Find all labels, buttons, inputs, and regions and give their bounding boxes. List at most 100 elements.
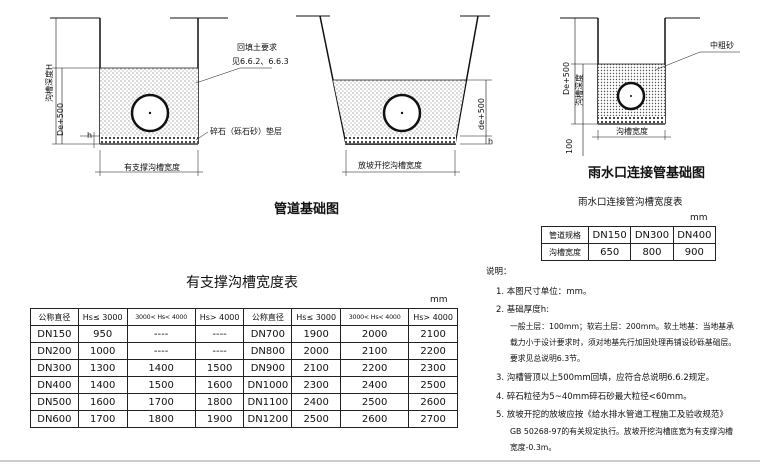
table-header-row: 公称直径 Hs≤ 3000 3000< Hs< 4000 Hs> 4000 公称… (30, 308, 458, 326)
header-cell: Hs> 4000 (408, 308, 458, 326)
support-table-title: 有支撑沟槽宽度表 (186, 275, 298, 291)
header-cell: 3000< Hs< 4000 (340, 308, 410, 326)
label-h: h (87, 131, 93, 140)
inlet-trench (560, 17, 740, 156)
label-de500-b: de+500 (477, 98, 486, 130)
table-row: DN300 1300 1400 1500 DN900 2100 2200 230… (30, 359, 458, 377)
label-de500: De+500 (56, 102, 65, 136)
table-cell: 沟槽宽度 (541, 243, 589, 261)
table-cell: 2500 (340, 393, 410, 411)
table-cell: 1400 (126, 359, 196, 377)
table-cell: 950 (77, 325, 128, 343)
note-1: 1. 本图尺寸单位：mm。 (496, 287, 592, 297)
label-gravel: 碎石（砾石砂）垫层 (210, 127, 282, 136)
table-cell: DN400 (30, 376, 79, 394)
table-cell: DN150 (587, 226, 632, 244)
table-cell: 2200 (340, 359, 410, 377)
table-cell: DN700 (243, 325, 293, 343)
note-3: 3. 沟槽管顶以上500mm回填，应符合总说明6.6.2规定。 (496, 373, 715, 383)
table-row: DN200 1000 ---- ---- DN800 2000 2100 220… (30, 342, 458, 360)
table-row: 管道规格 DN150 DN300 DN400 (541, 226, 717, 244)
supported-trench (50, 17, 272, 176)
table-cell: DN800 (243, 342, 293, 360)
table-cell: 1800 (126, 410, 196, 428)
table-cell: 2300 (408, 359, 458, 377)
table-cell: 900 (672, 243, 717, 261)
label-100: 100 (565, 138, 574, 154)
table-cell: DN1000 (243, 376, 293, 394)
table-cell: DN900 (243, 359, 293, 377)
note-2a: 一般土层：100mm；软岩土层：200mm。软土地基：当地基承 (510, 322, 734, 331)
table-cell: 2100 (408, 325, 458, 343)
table-cell: DN200 (30, 342, 79, 360)
table-cell: 1600 (77, 393, 128, 411)
table-cell: 2600 (340, 410, 410, 428)
table-cell: ---- (194, 325, 245, 343)
note-5b: 宽度-0.3m。 (510, 443, 557, 452)
table-cell: DN150 (30, 325, 79, 343)
label-open-width: 放坡开挖沟槽宽度 (358, 161, 422, 170)
table-cell: DN500 (30, 393, 79, 411)
title-inlet-foundation: 雨水口连接管基础图 (588, 166, 706, 181)
table-cell: 2200 (408, 342, 458, 360)
table-cell: 800 (630, 243, 674, 261)
table-row: DN500 1600 1700 1800 DN1100 2400 2500 26… (30, 393, 458, 411)
table-cell: DN400 (672, 226, 717, 244)
table-row: DN150 950 ---- ---- DN700 1900 2000 2100 (30, 325, 458, 343)
table-cell: 1500 (194, 359, 245, 377)
table-cell: 2100 (291, 359, 342, 377)
note-4: 4. 碎石粒径为5~40mm碎石砂最大粒径<60mm。 (496, 392, 692, 402)
header-cell: 公称直径 (30, 308, 79, 326)
note-2b: 载力小于设计要求时，须对地基先行加固处理再铺设砂砾基础层。 (510, 338, 737, 347)
table-cell: 1600 (194, 376, 245, 394)
header-cell: Hs≤ 3000 (291, 308, 342, 326)
table-cell: 1500 (126, 376, 196, 394)
rain-table-unit: mm (690, 213, 708, 223)
table-cell: 2000 (291, 342, 342, 360)
label-trench-depth: 沟槽深度H (45, 63, 54, 102)
table-row: DN600 1700 1800 1900 DN1200 2500 2600 27… (30, 410, 458, 428)
support-table-unit: mm (430, 295, 448, 305)
table-cell: 1700 (126, 393, 196, 411)
table-cell: 2000 (340, 325, 410, 343)
header-cell: Hs≤ 3000 (77, 308, 128, 326)
label-h-b: h (488, 137, 494, 146)
header-cell: 公称直径 (243, 308, 293, 326)
table-cell: 2600 (408, 393, 458, 411)
table-cell: 2500 (408, 376, 458, 394)
table-cell: 2500 (291, 410, 342, 428)
label-backfill-2: 见6.6.2、6.6.3 (232, 57, 289, 66)
table-cell: 1700 (77, 410, 128, 428)
note-2c: 要求见总说明6.3节。 (510, 354, 585, 363)
table-cell: 2300 (291, 376, 342, 394)
table-cell: 2100 (340, 342, 410, 360)
table-cell: 650 (587, 243, 632, 261)
note-5: 5. 放坡开挖的放坡应按《给水排水管道工程施工及验收规范》 (496, 410, 728, 420)
rain-table-title: 雨水口连接管沟槽宽度表 (578, 197, 683, 208)
note-5a: GB 50268-97的有关规定执行。放坡开挖沟槽底宽为有支撑沟槽 (510, 427, 733, 436)
label-de500-right: De+500 (562, 61, 571, 95)
table-cell: ---- (126, 342, 196, 360)
table-cell: DN1100 (243, 393, 293, 411)
header-cell: 3000< Hs< 4000 (126, 308, 196, 326)
table-cell: DN600 (30, 410, 79, 428)
header-cell: Hs> 4000 (194, 308, 245, 326)
note-2: 2. 基础厚度h: (496, 305, 550, 315)
label-trench-width-right: 沟槽宽度 (616, 127, 648, 136)
table-cell: ---- (194, 342, 245, 360)
label-support-width: 有支撑沟槽宽度 (124, 163, 180, 172)
table-row: 沟槽宽度 650 800 900 (541, 243, 717, 261)
rain-table: 管道规格 DN150 DN300 DN400 沟槽宽度 650 800 900 (541, 226, 717, 261)
table-cell: DN300 (30, 359, 79, 377)
support-table: 公称直径 Hs≤ 3000 3000< Hs< 4000 Hs> 4000 公称… (30, 308, 458, 428)
label-backfill-1: 回填土要求 (237, 43, 277, 52)
table-cell: 1900 (291, 325, 342, 343)
label-sand: 中粗砂 (710, 41, 734, 50)
notes-heading: 说明： (486, 267, 512, 277)
title-pipe-foundation: 管道基础图 (274, 202, 340, 217)
table-cell: ---- (126, 325, 196, 343)
table-cell: 1800 (194, 393, 245, 411)
table-cell: DN1200 (243, 410, 293, 428)
table-cell: 1300 (77, 359, 128, 377)
